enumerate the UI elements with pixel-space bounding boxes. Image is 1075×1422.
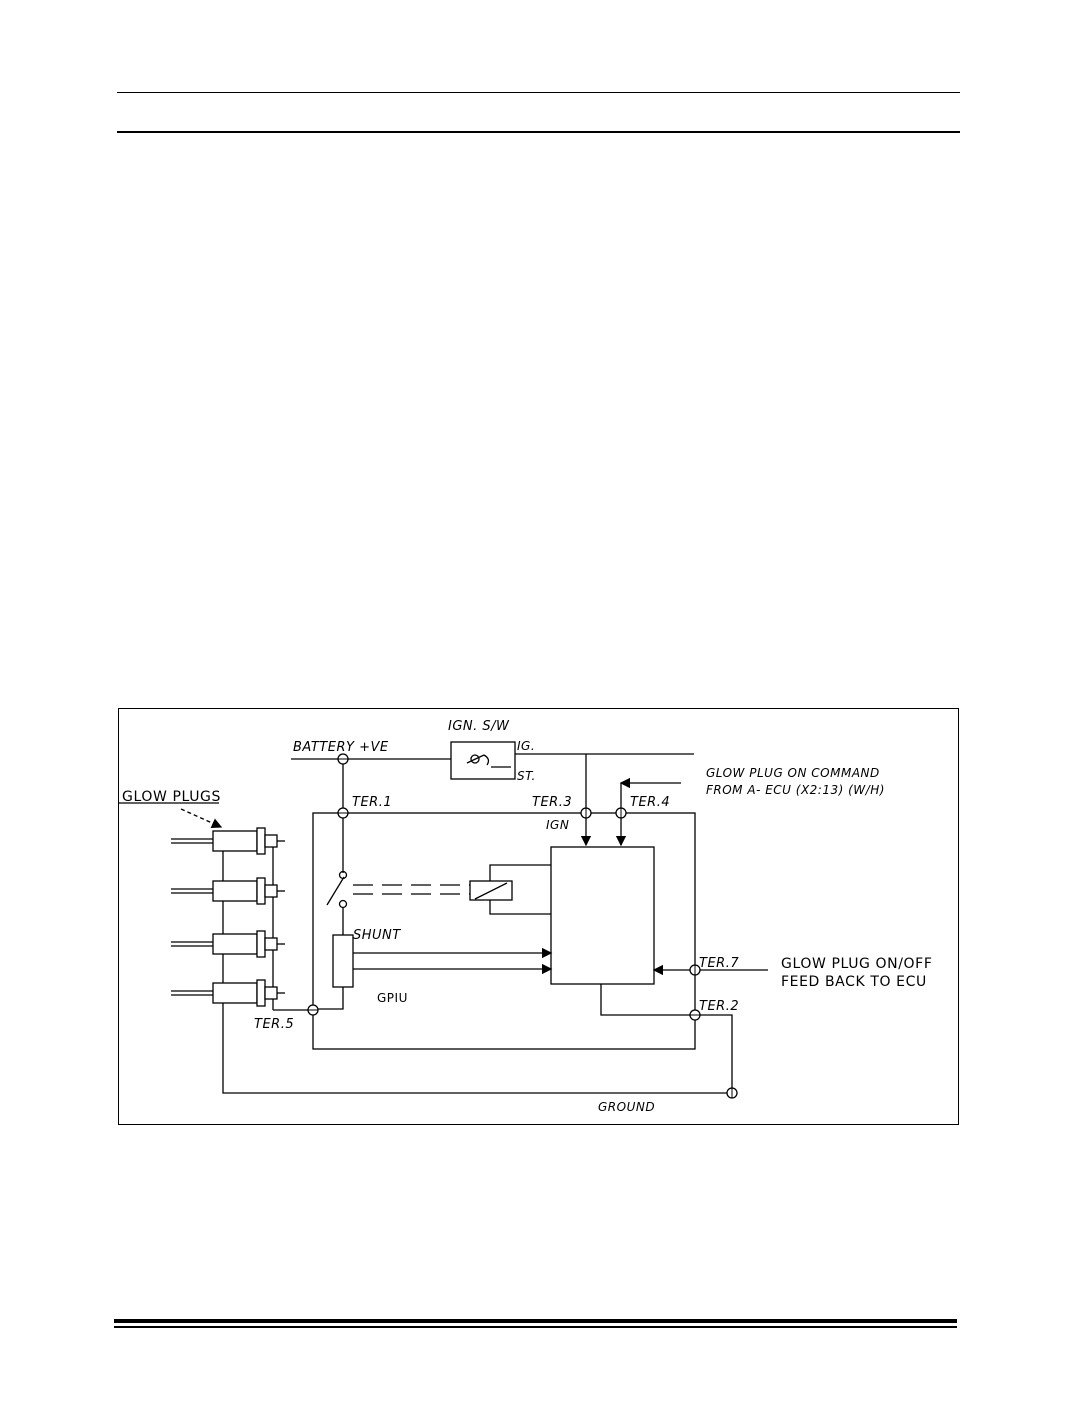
ignition-switch-box (450, 741, 516, 780)
ter7-label: TER.7 (699, 956, 739, 971)
feedback-label-line1: GLOW PLUG ON/OFF (781, 956, 933, 972)
st-label: ST. (517, 769, 536, 783)
controller-box (550, 846, 655, 985)
glow-plug-circuit-figure: BATTERY +VE IGN. S/W IG. ST. GLOW PLUGS … (118, 708, 959, 1125)
ground-line (222, 1008, 732, 1094)
ground-label: GROUND (598, 1100, 655, 1114)
ter2-wire (600, 984, 733, 1093)
glow-plug-1 (171, 827, 285, 855)
footer-rule-thin (114, 1326, 957, 1328)
relay-contact-lower (338, 899, 348, 909)
relay-contact-blade (326, 876, 345, 906)
ter4-label: TER.4 (630, 795, 670, 810)
ignition-switch-pivot (470, 754, 480, 764)
shunt-resistor (332, 934, 354, 988)
glow-plugs-label: GLOW PLUGS (122, 789, 221, 805)
shunt-label: SHUNT (353, 928, 401, 943)
ign-label: IGN (546, 818, 569, 832)
glow-plug-2 (171, 877, 285, 905)
feedback-label-line2: FEED BACK TO ECU (781, 974, 927, 990)
relay-coil (469, 880, 513, 901)
battery-label: BATTERY +VE (293, 740, 389, 755)
ig-label: IG. (517, 739, 535, 753)
circuit-diagram: BATTERY +VE IGN. S/W IG. ST. GLOW PLUGS … (119, 719, 933, 1114)
gpiu-outline (312, 812, 696, 1050)
glow-plug-3 (171, 930, 285, 958)
ter5-label: TER.5 (254, 1017, 294, 1032)
ter3-label: TER.3 (532, 795, 572, 810)
ter2-label: TER.2 (699, 999, 739, 1014)
ter1-label: TER.1 (352, 795, 392, 810)
header-rule-bottom (117, 131, 960, 133)
ign-sw-label: IGN. S/W (448, 719, 510, 734)
glow-plugs-pointer (180, 808, 223, 829)
glow-plug-4 (171, 979, 285, 1007)
header-rule-top (117, 92, 960, 93)
command-label-line2: FROM A- ECU (X2:13) (W/H) (706, 783, 885, 797)
glow-plug-group (171, 827, 285, 1007)
footer-rule-thick (114, 1319, 957, 1323)
command-label-line1: GLOW PLUG ON COMMAND (706, 766, 880, 780)
gpiu-label: GPIU (377, 991, 408, 1005)
